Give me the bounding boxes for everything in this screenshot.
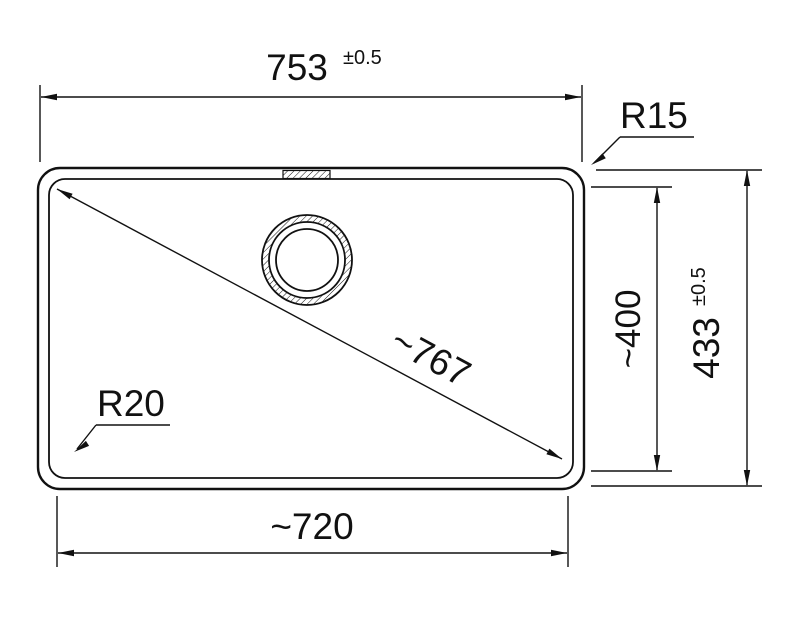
dimension-inner-height: ~400 [591, 186, 672, 472]
inner-height-value: ~400 [609, 290, 648, 369]
outer-height-arrow-bottom [743, 470, 751, 486]
diagonal-arrow-bottomright [546, 448, 562, 459]
diagonal-dim-line [56, 188, 563, 460]
outer-height-value: 433 [686, 317, 727, 379]
inner-height-arrow-bottom [653, 455, 661, 471]
outer-height-arrow-top [743, 170, 751, 186]
overflow-slot [282, 169, 331, 180]
inner-width-arrow-right [551, 549, 567, 557]
diagonal-arrow-topleft [57, 189, 73, 200]
top-dim-arrow-right [565, 93, 581, 101]
top-dim-arrow-left [41, 93, 57, 101]
top-width-value: 753 [266, 47, 328, 88]
inner-radius-leader [76, 424, 97, 450]
drain-mid-circle [268, 221, 346, 299]
inner-radius-arrow [74, 440, 90, 452]
outer-radius-label: R15 [620, 95, 688, 136]
callout-inner-radius: R20 [74, 383, 170, 452]
drain-inner-circle [275, 228, 339, 292]
drain [261, 214, 353, 306]
diagonal-value: ~767 [384, 319, 477, 394]
outer-height-tolerance: ±0.5 [688, 267, 710, 306]
callout-outer-radius: R15 [591, 95, 694, 165]
inner-radius-label: R20 [97, 383, 165, 424]
sink-outer-outline [36, 166, 586, 491]
outer-radius-arrow [591, 153, 606, 165]
inner-width-arrow-left [58, 549, 74, 557]
dimension-inner-width: ~720 [56, 496, 569, 567]
sink-inner-outline [48, 178, 574, 479]
inner-height-arrow-top [653, 187, 661, 203]
dimension-outer-height: 433 ±0.5 [591, 169, 762, 487]
top-width-tolerance: ±0.5 [343, 47, 382, 69]
inner-width-value: ~720 [270, 506, 353, 547]
dimension-top-width: 753 ±0.5 [39, 47, 583, 162]
